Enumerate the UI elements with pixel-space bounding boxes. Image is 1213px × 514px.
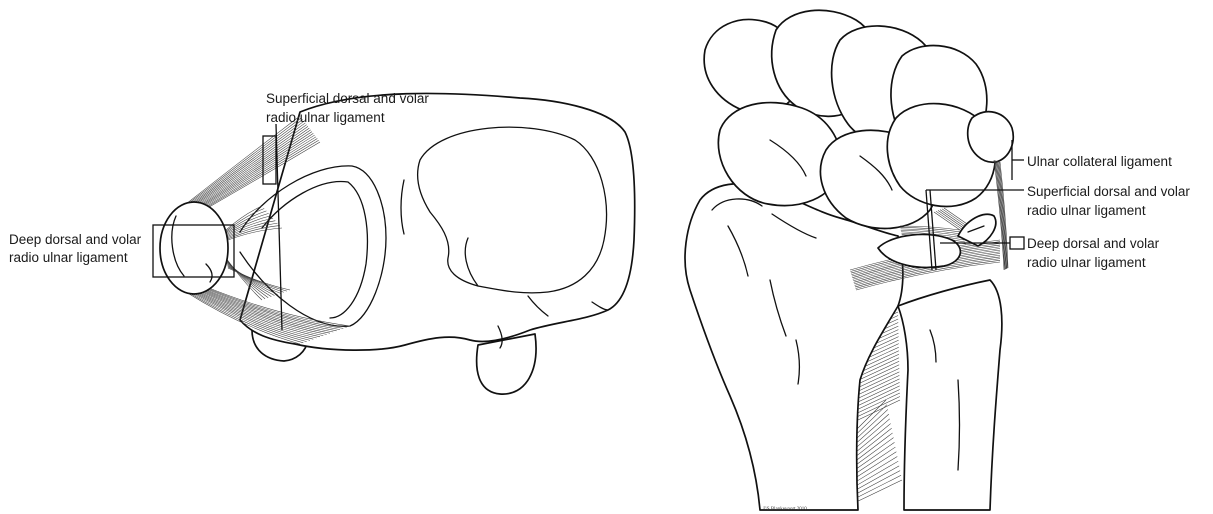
radial-styloid-bump (477, 334, 536, 394)
membrane-fiber (852, 475, 901, 500)
left-deep-label-1: Deep dorsal and volar (9, 232, 142, 247)
ulna-bone (898, 280, 1002, 510)
right-deep-label-1: Deep dorsal and volar (1027, 236, 1160, 251)
ligament-fiber (901, 229, 962, 234)
left-superficial-label-2: radio ulnar ligament (266, 110, 385, 125)
radius-bone (685, 184, 903, 510)
right-superficial-label-2: radio ulnar ligament (1027, 203, 1146, 218)
ulnar-head (160, 202, 228, 294)
left-deep-label-2: radio ulnar ligament (9, 250, 128, 265)
right-deep-label-2: radio ulnar ligament (1027, 255, 1146, 270)
right-superficial-label-1: Superficial dorsal and volar (1027, 184, 1190, 199)
right-deep-label-box (1010, 237, 1024, 249)
artist-credit: ©S.Blankevoort 2010 (763, 506, 807, 512)
right-ulnar-collateral-label: Ulnar collateral ligament (1027, 154, 1172, 169)
ligament-fiber (226, 208, 264, 231)
ligament-fiber (900, 227, 961, 232)
left-superficial-label-1: Superficial dorsal and volar (266, 91, 429, 106)
membrane-fiber (858, 368, 899, 387)
membrane-fiber (858, 372, 899, 391)
right-figure: Ulnar collateral ligament Superficial do… (685, 10, 1190, 512)
membrane-fiber (858, 375, 899, 394)
left-figure: Superficial dorsal and volar radio ulnar… (9, 91, 635, 394)
ligament-fiber (900, 226, 960, 230)
